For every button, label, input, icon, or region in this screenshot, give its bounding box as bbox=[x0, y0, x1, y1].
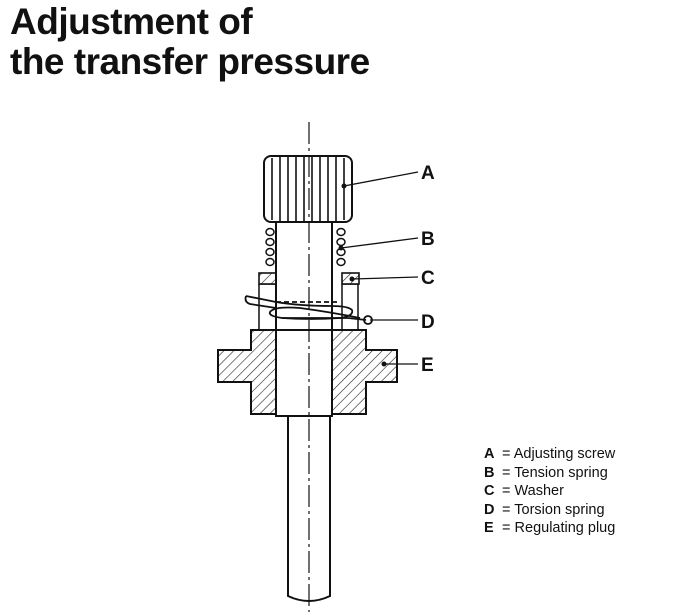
legend-label: Tension spring bbox=[514, 464, 608, 481]
legend-separator: = bbox=[502, 501, 511, 518]
legend-item-a: A = Adjusting screw bbox=[484, 445, 615, 464]
callout-d: D bbox=[421, 312, 435, 333]
legend-label: Washer bbox=[514, 483, 564, 499]
legend-key: C bbox=[484, 483, 495, 499]
screw-shaft bbox=[275, 221, 333, 331]
legend-key: B bbox=[484, 464, 495, 481]
leader-lines bbox=[340, 171, 419, 365]
legend-key: A bbox=[484, 446, 495, 462]
page-title: Adjustment of the transfer pressure bbox=[10, 2, 370, 82]
callout-c: C bbox=[421, 268, 435, 289]
legend-item-d: D = Torsion spring bbox=[484, 501, 615, 520]
title-line-1: Adjustment of bbox=[10, 1, 253, 42]
legend-key: E bbox=[484, 520, 494, 536]
adjusting-screw-head bbox=[263, 155, 353, 223]
callout-e: E bbox=[421, 355, 434, 376]
torsion-spring bbox=[244, 295, 373, 325]
legend-label: Regulating plug bbox=[514, 520, 616, 536]
plug-bore bbox=[275, 327, 333, 417]
legend-separator: = bbox=[502, 520, 511, 536]
legend-separator: = bbox=[502, 464, 511, 481]
plunger-shaft bbox=[287, 413, 331, 602]
legend-item-e: E = Regulating plug bbox=[484, 519, 615, 538]
callout-b: B bbox=[421, 229, 435, 250]
leader-dots bbox=[338, 183, 387, 367]
washer-left bbox=[258, 272, 277, 285]
tension-spring-left bbox=[265, 227, 275, 267]
legend-key: D bbox=[484, 501, 495, 518]
callout-a: A bbox=[421, 163, 435, 184]
title-line-2: the transfer pressure bbox=[10, 41, 370, 82]
legend-item-c: C = Washer bbox=[484, 482, 615, 501]
knurl-lines bbox=[271, 157, 345, 221]
legend: A = Adjusting screw B = Tension spring C… bbox=[484, 445, 615, 538]
legend-label: Adjusting screw bbox=[513, 446, 616, 462]
legend-label: Torsion spring bbox=[514, 501, 605, 518]
legend-item-b: B = Tension spring bbox=[484, 464, 615, 483]
legend-separator: = bbox=[502, 483, 511, 499]
legend-separator: = bbox=[502, 446, 511, 462]
